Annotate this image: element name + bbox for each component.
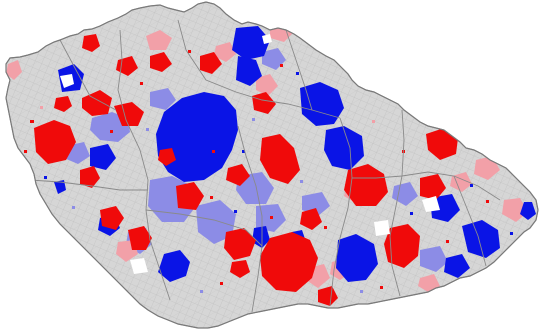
- white-patches: [60, 34, 440, 274]
- country-outline: [5, 1, 539, 329]
- region-boundaries: [29, 19, 501, 313]
- strong-red-regions: [34, 34, 458, 312]
- strong-blue-regions: [54, 26, 536, 282]
